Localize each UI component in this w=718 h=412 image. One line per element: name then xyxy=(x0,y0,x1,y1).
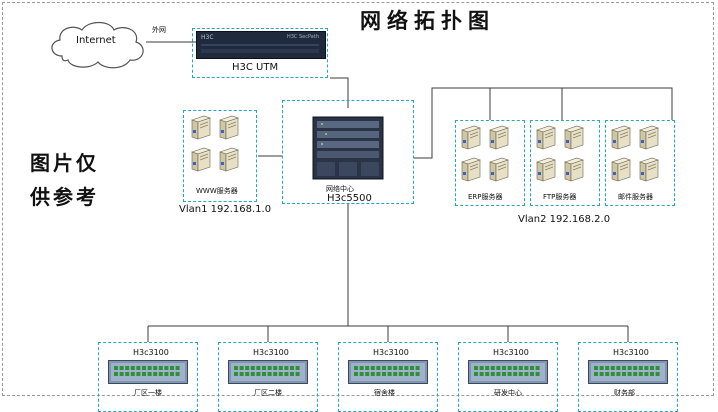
access-switch-device-1 xyxy=(108,360,188,384)
disclaimer-text: 图片仅供参考 xyxy=(30,151,99,209)
mail-server-icon-3 xyxy=(611,157,631,182)
connection-lines xyxy=(146,41,673,342)
access-switch-name-1: 厂区一楼 xyxy=(134,389,162,397)
mail-server-box xyxy=(605,120,675,206)
mail-server-name: 邮件服务器 xyxy=(618,193,653,201)
vlan1-label: Vlan1 192.168.1.0 xyxy=(179,204,272,215)
erp-server-name: ERP服务器 xyxy=(468,193,503,201)
utm-label: H3C UTM xyxy=(232,62,279,73)
www-server-icon-4 xyxy=(219,147,239,172)
internet-label: Internet xyxy=(76,35,116,46)
erp-server-box xyxy=(455,120,525,206)
access-switch-model-1: H3c3100 xyxy=(133,348,169,357)
access-switch-device-3 xyxy=(348,360,428,384)
page-title: 网络拓扑图 xyxy=(360,8,495,33)
ftp-server-icon-3 xyxy=(536,157,556,182)
vlan2-label: Vlan2 192.168.2.0 xyxy=(518,214,611,225)
internet-link-label: 外网 xyxy=(152,26,166,34)
access-switch-device-4 xyxy=(468,360,548,384)
internet-cloud xyxy=(51,21,144,69)
erp-server-icon-4 xyxy=(489,157,509,182)
erp-server-icon-1 xyxy=(461,125,481,150)
core-name-line1: 网络中心 xyxy=(326,185,354,193)
core-switch-device xyxy=(312,116,384,180)
mail-server-icon-2 xyxy=(639,125,659,150)
utm-brand: H3C xyxy=(201,34,214,41)
page-frame xyxy=(2,2,714,396)
core-name-line2: H3c5500 xyxy=(327,193,372,204)
core-switch-box xyxy=(282,100,414,204)
access-switch-name-4: 研发中心 xyxy=(494,389,522,397)
ftp-server-icon-4 xyxy=(564,157,584,182)
ftp-server-box xyxy=(530,120,600,206)
erp-server-icon-3 xyxy=(461,157,481,182)
www-server-icon-1 xyxy=(191,115,211,140)
access-switch-model-2: H3c3100 xyxy=(253,348,289,357)
access-switch-name-5: 财务部 xyxy=(614,389,635,397)
mail-server-icon-1 xyxy=(611,125,631,150)
ftp-server-icon-2 xyxy=(564,125,584,150)
ftp-server-name: FTP服务器 xyxy=(543,193,577,201)
access-switch-model-4: H3c3100 xyxy=(493,348,529,357)
mail-server-icon-4 xyxy=(639,157,659,182)
erp-server-icon-2 xyxy=(489,125,509,150)
www-server-icon-2 xyxy=(219,115,239,140)
access-switch-name-2: 厂区二楼 xyxy=(254,389,282,397)
utm-device: H3C H3C SecPath xyxy=(196,31,326,59)
access-switch-model-5: H3c3100 xyxy=(613,348,649,357)
access-switch-device-2 xyxy=(228,360,308,384)
utm-box xyxy=(192,28,328,78)
ftp-server-icon-1 xyxy=(536,125,556,150)
www-server-box xyxy=(183,110,257,202)
www-server-name: WWW服务器 xyxy=(196,187,238,195)
utm-brand-bar: H3C SecPath xyxy=(286,34,319,40)
access-switch-name-3: 宿舍楼 xyxy=(374,389,395,397)
access-switch-model-3: H3c3100 xyxy=(373,348,409,357)
www-server-icon-3 xyxy=(191,147,211,172)
access-switch-device-5 xyxy=(588,360,668,384)
